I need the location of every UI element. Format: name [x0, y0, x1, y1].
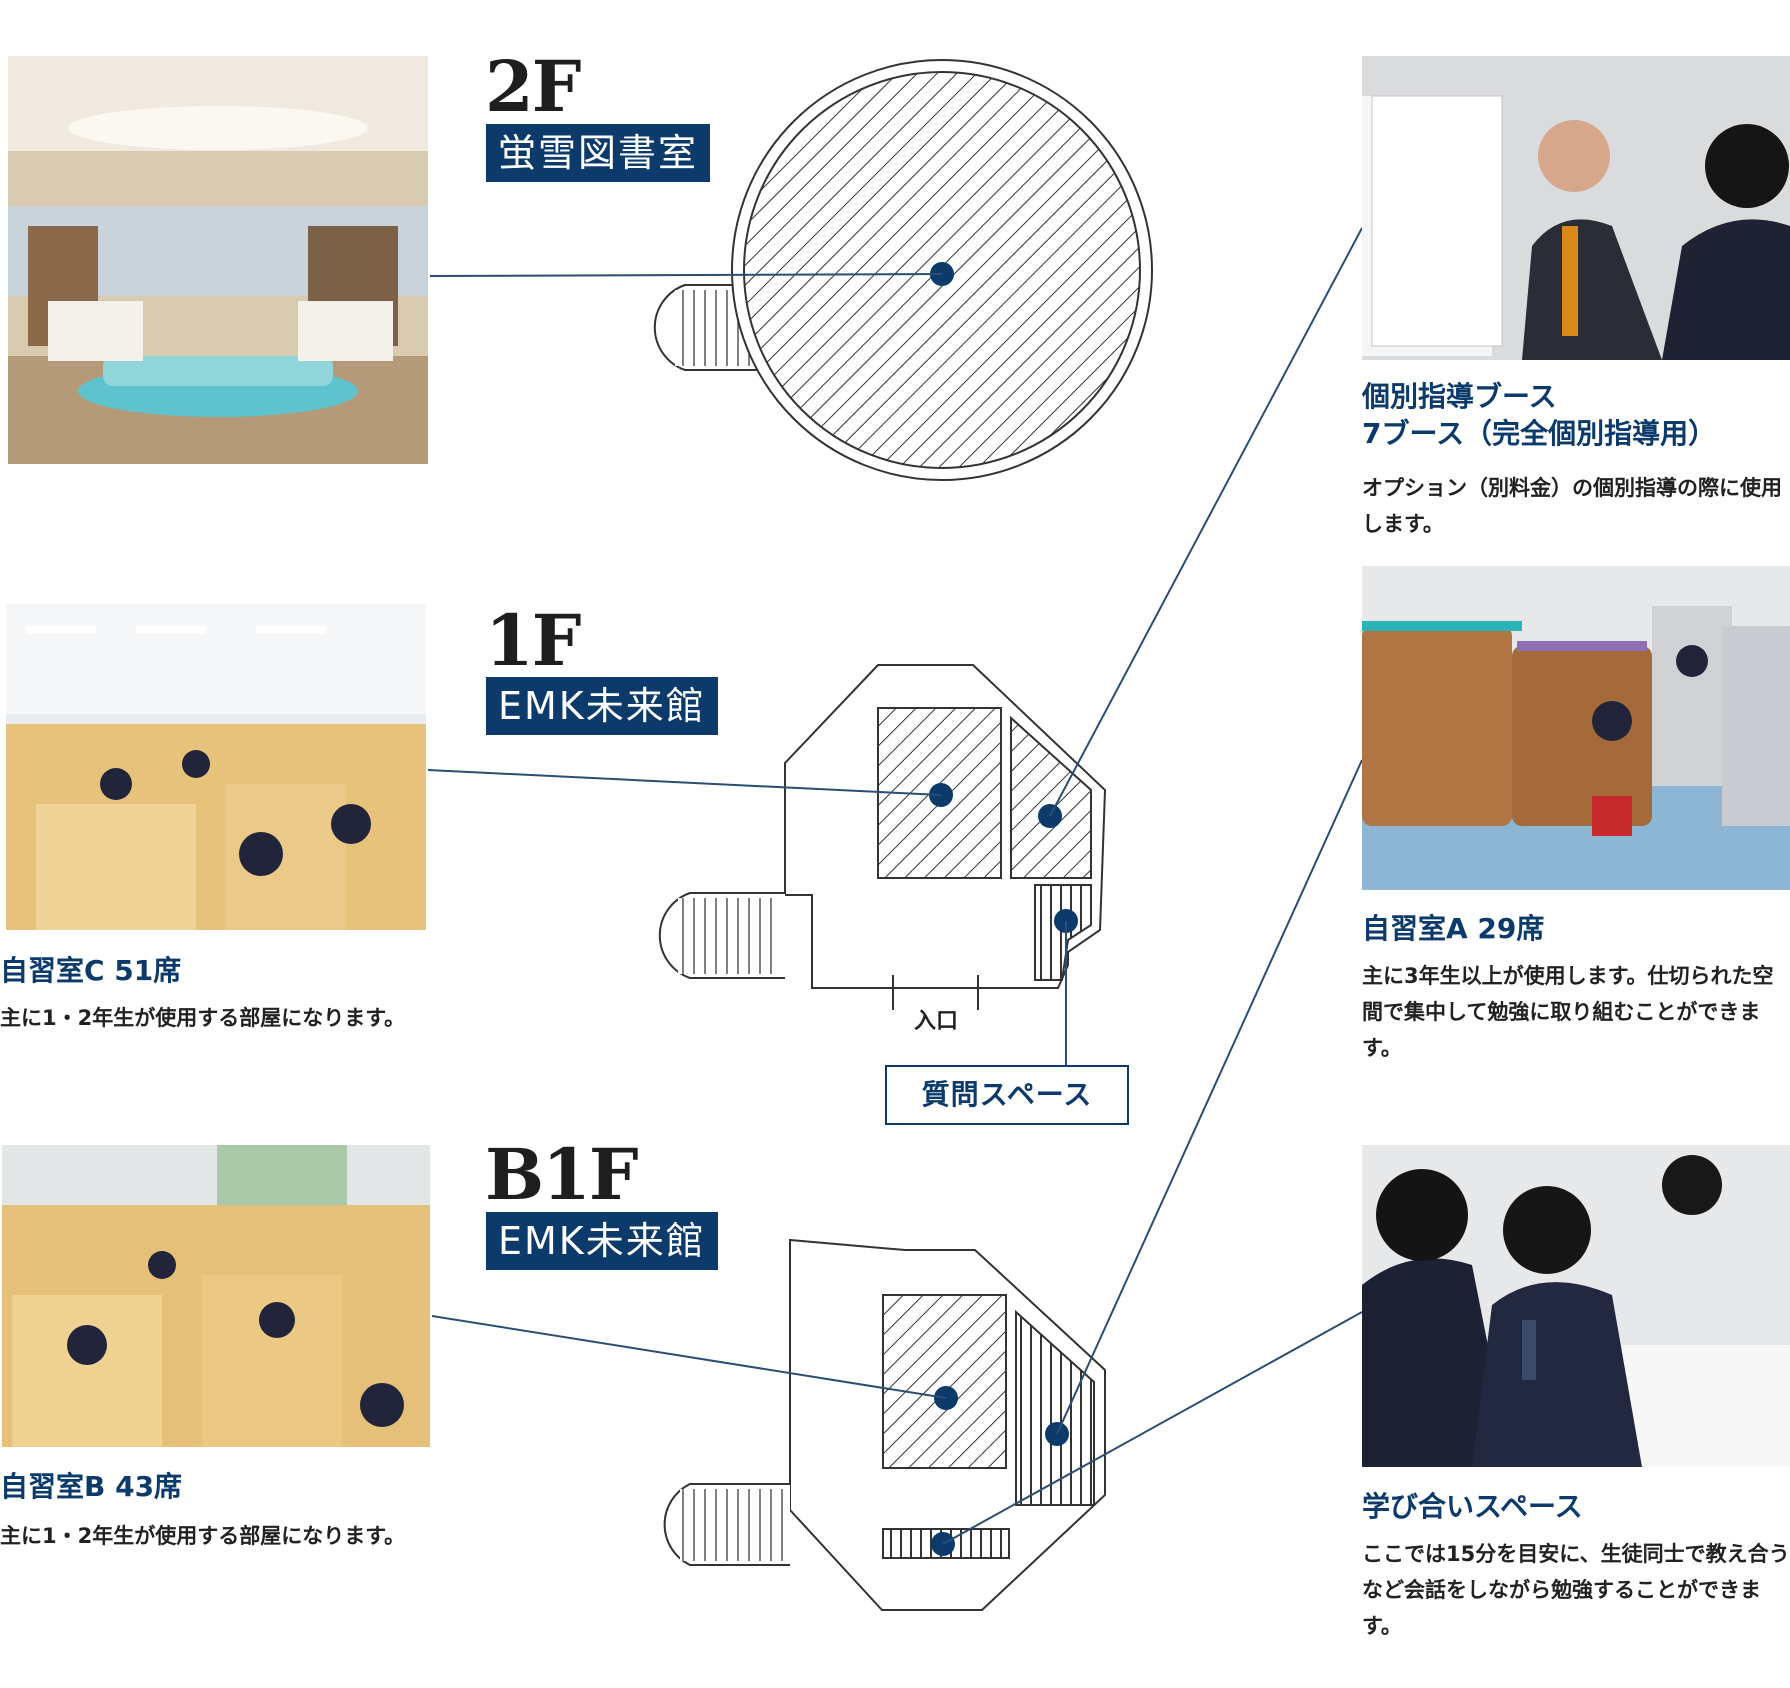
- room-a-desc: 主に3年生以上が使用します。仕切られた空間で集中して勉強に取り組むことができます…: [1362, 964, 1774, 1060]
- floor-label-1f: 1F: [485, 599, 581, 682]
- room-a-photo: [1362, 566, 1790, 890]
- floor-label-b1f: B1F: [485, 1133, 639, 1216]
- booth-photo: [1362, 56, 1790, 360]
- connector-lines: [427, 227, 1363, 1545]
- booth-desc: オプション（別料金）の個別指導の際に使用します。: [1362, 476, 1782, 536]
- room-b-photo: [2, 1145, 430, 1447]
- floor-building-b1f: EMK未来館: [486, 1212, 718, 1270]
- plan-1f: [658, 664, 1107, 1010]
- floor-building-1f: EMK未来館: [486, 677, 718, 735]
- booth-title-line1: 個別指導ブース: [1362, 380, 1557, 413]
- room-b-desc: 主に1・2年生が使用する部屋になります。: [0, 1524, 406, 1548]
- room-c-photo: [6, 604, 426, 930]
- manabi-desc: ここでは15分を目安に、生徒同士で教え合うなど会話をしながら勉強することができま…: [1362, 1542, 1790, 1638]
- room-b-title: 自習室B 43席: [0, 1470, 183, 1503]
- floor-label-2f: 2F: [485, 45, 581, 128]
- entrance-label: 入口: [908, 1003, 964, 1035]
- booth-title-line2: 7ブース（完全個別指導用）: [1362, 417, 1717, 450]
- manabi-photo: [1362, 1145, 1790, 1467]
- room-a-title: 自習室A 29席: [1362, 912, 1545, 945]
- plan-b1f: [663, 1238, 1106, 1611]
- booth-title: 個別指導ブース 7ブース（完全個別指導用）: [1362, 378, 1790, 452]
- library-photo: [8, 56, 428, 464]
- room-c-title: 自習室C 51席: [0, 954, 182, 987]
- question-space-label: 質問スペース: [885, 1065, 1129, 1125]
- floor-building-2f: 蛍雪図書室: [486, 124, 711, 182]
- manabi-title: 学び合いスペース: [1362, 1490, 1583, 1523]
- plan-2f: [653, 59, 1153, 481]
- room-c-desc: 主に1・2年生が使用する部屋になります。: [0, 1006, 406, 1030]
